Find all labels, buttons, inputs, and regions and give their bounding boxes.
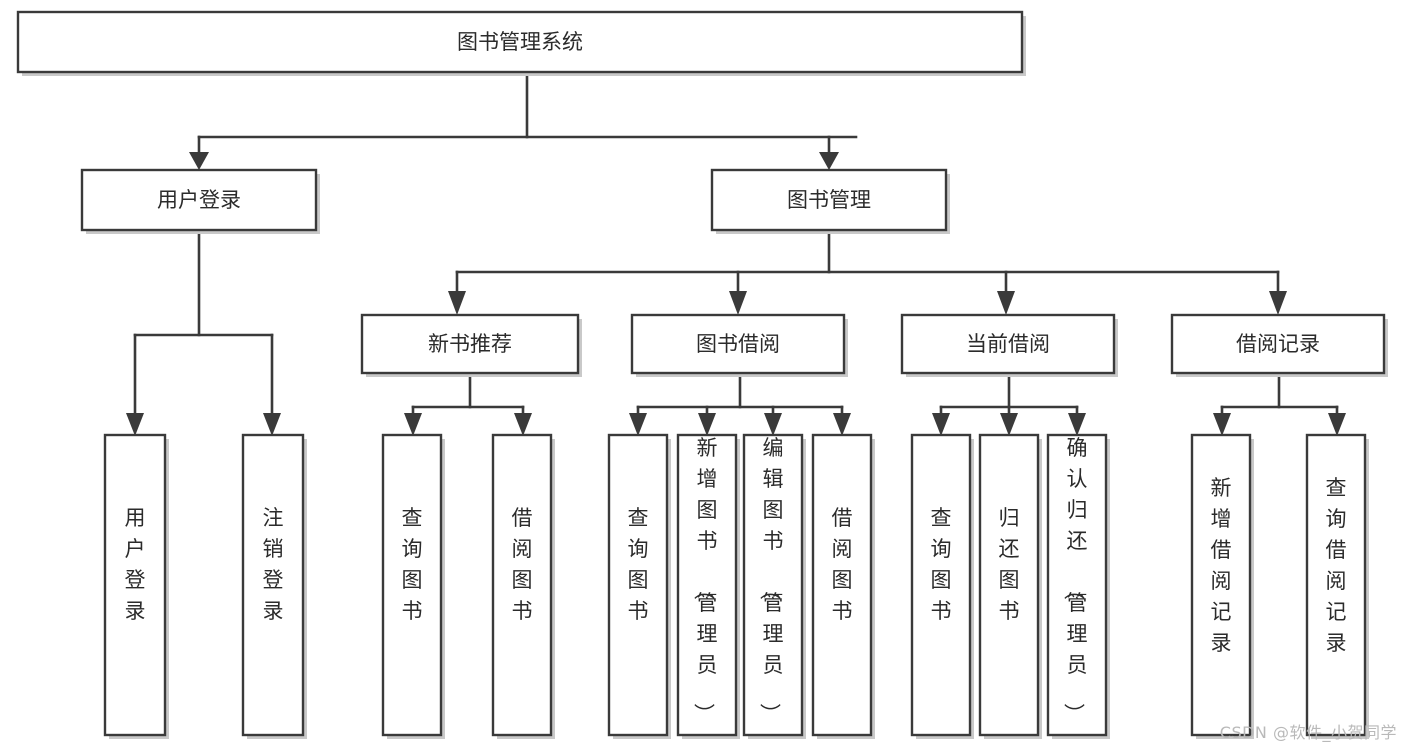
node-book-borrow[interactable]: 图书借阅 — [630, 313, 848, 377]
arrow-head-leaf-user-login — [126, 413, 144, 436]
leaf-logout-label: 注销登录 — [263, 506, 284, 623]
root-label: 图书管理系统 — [457, 30, 583, 54]
arrow-head-leaf-return-book — [1000, 413, 1018, 436]
leaf-borrow-book-1-label: 借阅图书 — [512, 506, 533, 623]
br-box — [1170, 313, 1386, 375]
node-leaf-borrow-book-2[interactable]: 借阅图书 — [811, 433, 875, 739]
connector-group-book-manage — [448, 231, 1287, 315]
leaf-borrow-book-1-box — [491, 433, 553, 737]
leaf-confirm-return-box — [1046, 433, 1108, 737]
arrow-head-leaf-query-record — [1328, 413, 1346, 436]
node-root[interactable]: 图书管理系统 — [16, 10, 1026, 76]
leaf-query-book-3-label: 查询图书 — [931, 506, 952, 623]
leaf-add-record-box — [1190, 433, 1252, 737]
leaf-edit-book-label: 编辑图书（管理员） — [758, 436, 784, 724]
leaf-return-book-label: 归还图书 — [999, 506, 1020, 623]
leaf-edit-book-box — [742, 433, 804, 737]
node-current-borrow[interactable]: 当前借阅 — [900, 313, 1118, 377]
book-manage-box — [710, 168, 948, 232]
arrow-head-book-manage — [819, 152, 839, 170]
user-login-box — [80, 168, 318, 232]
node-leaf-add-book[interactable]: 新增图书（管理员） — [676, 433, 740, 739]
connector-group-root — [189, 74, 858, 170]
bb-box — [630, 313, 846, 375]
user-login-label: 用户登录 — [157, 188, 241, 212]
cb-box — [900, 313, 1116, 375]
arrow-head-leaf-confirm-return — [1068, 413, 1086, 436]
nbr-label: 新书推荐 — [428, 332, 512, 356]
leaf-add-record-label: 新增借阅记录 — [1211, 476, 1232, 655]
node-leaf-query-record[interactable]: 查询借阅记录 — [1305, 433, 1369, 739]
node-book-manage[interactable]: 图书管理 — [710, 168, 950, 234]
arrow-head-book-borrow — [729, 291, 747, 315]
node-leaf-user-login[interactable]: 用户登录 — [103, 433, 169, 739]
leaf-add-book-box — [676, 433, 738, 737]
node-leaf-edit-book[interactable]: 编辑图书（管理员） — [742, 433, 806, 739]
connector-group-book-borrow — [629, 373, 851, 436]
leaf-borrow-book-2-label: 借阅图书 — [832, 506, 853, 623]
leaf-borrow-book-2-box — [811, 433, 873, 737]
arrow-head-leaf-query-book-1 — [404, 413, 422, 436]
node-borrow-record[interactable]: 借阅记录 — [1170, 313, 1388, 377]
leaf-query-book-3-box — [910, 433, 972, 737]
node-user-login[interactable]: 用户登录 — [80, 168, 320, 234]
arrow-head-new-book-recommend — [448, 291, 466, 315]
connector-group-borrow-record — [1213, 373, 1346, 436]
arrow-head-user-login — [189, 152, 209, 170]
leaf-query-record-label: 查询借阅记录 — [1326, 476, 1347, 655]
leaf-query-book-1-box — [381, 433, 443, 737]
arrow-head-current-borrow — [997, 291, 1015, 315]
arrow-head-leaf-edit-book — [764, 413, 782, 436]
node-new-book-recommend[interactable]: 新书推荐 — [360, 313, 582, 377]
connector-group-new-book-recommend — [404, 373, 532, 436]
connector-group-user-login — [126, 231, 281, 436]
connector-group-current-borrow — [932, 373, 1086, 436]
arrow-head-leaf-add-record — [1213, 413, 1231, 436]
leaf-confirm-return-label: 确认归还（管理员） — [1062, 436, 1088, 724]
leaf-query-book-2-box — [607, 433, 669, 737]
leaf-user-login-box — [103, 433, 167, 737]
node-leaf-confirm-return[interactable]: 确认归还（管理员） — [1046, 433, 1110, 739]
node-leaf-borrow-book-1[interactable]: 借阅图书 — [491, 433, 555, 739]
arrow-head-leaf-query-book-3 — [932, 413, 950, 436]
cb-label: 当前借阅 — [966, 332, 1050, 356]
bb-label: 图书借阅 — [696, 332, 780, 356]
leaf-logout-box — [241, 433, 305, 737]
leaf-return-book-box — [978, 433, 1040, 737]
arrow-head-leaf-add-book — [698, 413, 716, 436]
node-leaf-return-book[interactable]: 归还图书 — [978, 433, 1042, 739]
leaf-query-book-1-label: 查询图书 — [402, 506, 423, 623]
node-leaf-query-book-3[interactable]: 查询图书 — [910, 433, 974, 739]
node-leaf-logout[interactable]: 注销登录 — [241, 433, 307, 739]
leaf-query-book-2-label: 查询图书 — [628, 506, 649, 623]
arrow-head-leaf-borrow-book-2 — [833, 413, 851, 436]
arrow-head-leaf-borrow-book-1 — [514, 413, 532, 436]
leaf-add-book-label: 新增图书（管理员） — [692, 436, 718, 724]
node-leaf-add-record[interactable]: 新增借阅记录 — [1190, 433, 1254, 739]
leaf-user-login-label: 用户登录 — [125, 506, 146, 623]
node-leaf-query-book-2[interactable]: 查询图书 — [607, 433, 671, 739]
nbr-box — [360, 313, 580, 375]
root-box — [16, 10, 1024, 74]
arrow-head-borrow-record — [1269, 291, 1287, 315]
br-label: 借阅记录 — [1236, 332, 1320, 356]
book-manage-label: 图书管理 — [787, 188, 871, 212]
node-leaf-query-book-1[interactable]: 查询图书 — [381, 433, 445, 739]
arrow-head-leaf-query-book-2 — [629, 413, 647, 436]
arrow-head-leaf-logout — [263, 413, 281, 436]
leaf-query-record-box — [1305, 433, 1367, 737]
